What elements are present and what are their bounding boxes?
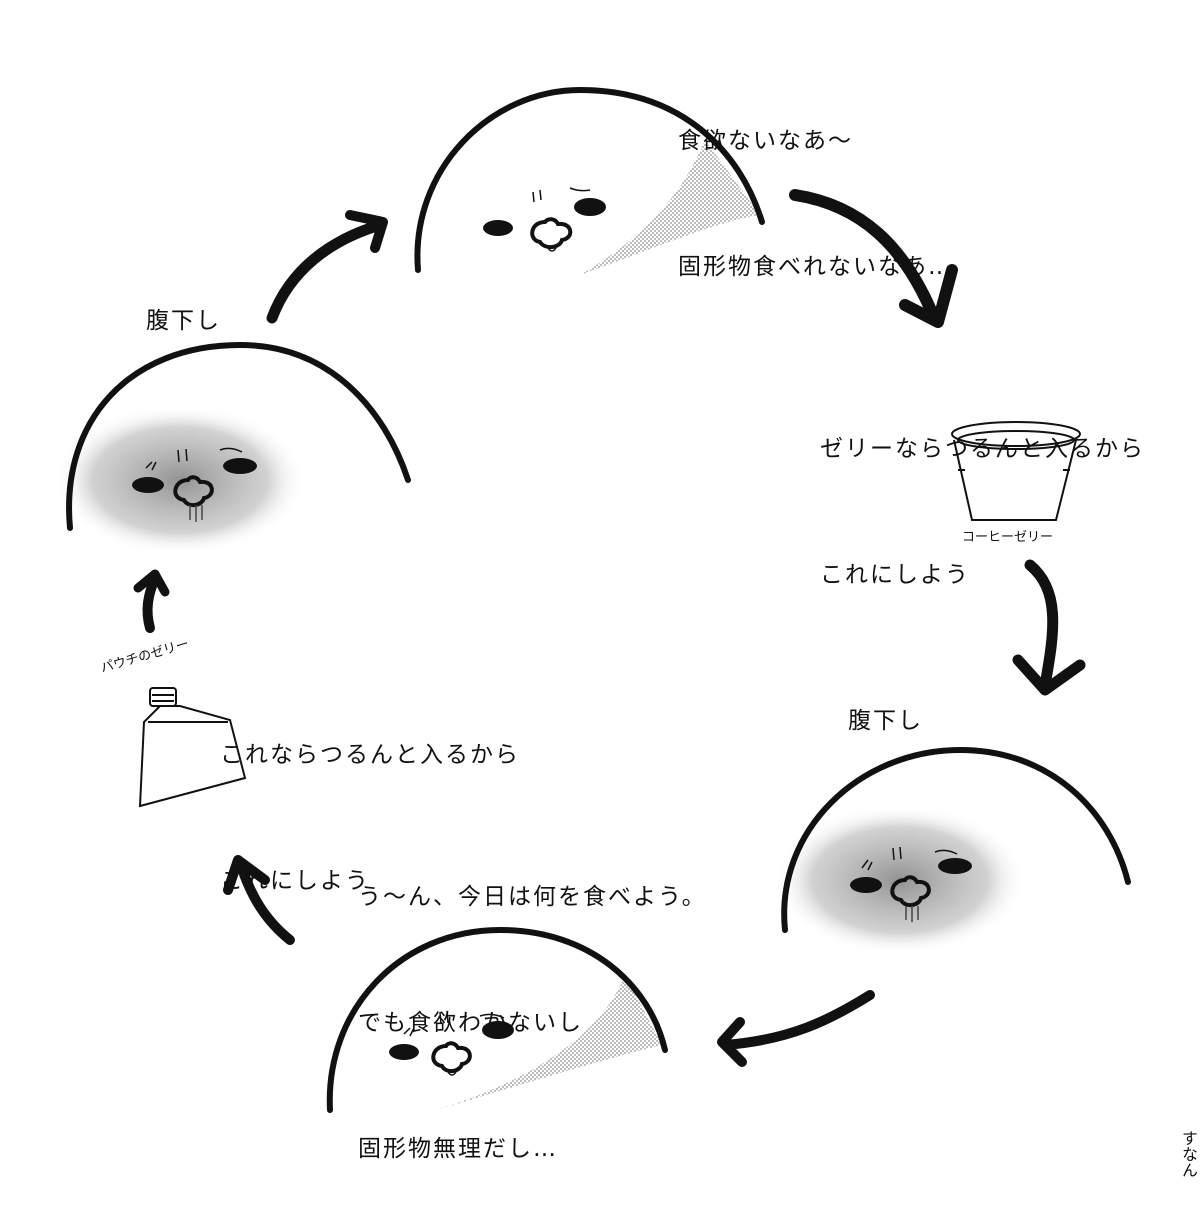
character-top-nose (530, 217, 573, 249)
top-caption-line2: 固形物食べれないなあ… (678, 254, 953, 280)
character-top-left-eye (483, 220, 513, 236)
character-left-nose (173, 475, 214, 507)
character-bottom-right-eyebrow-mid (892, 846, 902, 861)
character-bottom-right (775, 746, 1131, 955)
arrow-bottom-to-left-pouch (223, 855, 295, 945)
bottom-right-label: 腹下し (848, 708, 923, 734)
top-caption-line1: 食欲ないなあ〜 (678, 128, 853, 154)
arrow-pouch-to-left (133, 569, 170, 633)
character-left-sweat (189, 505, 203, 522)
character-top-mouth (547, 247, 557, 252)
right-caption-line2: これにしよう (820, 562, 970, 588)
arrows (133, 189, 1086, 1067)
bottom-caption-line2: でも食欲わかないし (358, 1010, 583, 1036)
character-bottom-right-nose (890, 875, 931, 907)
arrow-top-to-right (789, 189, 958, 328)
bottom-caption-line3: 固形物無理だし… (358, 1136, 558, 1162)
character-top-body (414, 86, 765, 273)
character-left-left-eye (132, 477, 164, 493)
character-left (55, 341, 411, 555)
bottom-caption-line1: う〜ん、今日は何を食べよう。 (358, 884, 707, 910)
character-bottom-eyebrow-right (479, 1013, 505, 1019)
character-top-eyebrow-right (569, 187, 591, 192)
character-left-shade (55, 405, 305, 555)
arrow-cup-to-bottom-right (1012, 559, 1086, 696)
character-left-eyebrow-mid (177, 448, 188, 463)
character-bottom-right-body (781, 746, 1131, 933)
bottom-caption: う〜ん、今日は何を食べよう。 でも食欲わかないし 固形物無理だし… (358, 792, 707, 1212)
character-top-eyebrow-left (532, 189, 542, 203)
character-left-eyebrow-right (219, 447, 243, 453)
character-bottom-nose (431, 1041, 472, 1073)
character-bottom-right-right-eye (938, 858, 972, 874)
character-bottom-eyebrow-mid (439, 1010, 449, 1025)
character-bottom-eyebrow-left (403, 1027, 415, 1037)
character-left-body (66, 341, 411, 531)
right-caption-line1: ゼリーならつるんと入るから (820, 436, 1145, 462)
character-bottom-right-left-eye (850, 877, 882, 893)
character-bottom-mouth (447, 1071, 457, 1076)
top-caption: 食欲ないなあ〜 固形物食べれないなあ… (678, 36, 953, 330)
character-top-shade (580, 140, 760, 275)
right-caption: ゼリーならつるんと入るから これにしよう (820, 344, 1145, 638)
character-bottom-body (326, 926, 668, 1113)
left-caption-line2: これにしよう (220, 868, 370, 894)
character-bottom (326, 926, 668, 1113)
character-bottom-right-eye (482, 1021, 514, 1039)
character-left-eyebrow-left (145, 461, 157, 471)
character-bottom-right-eyebrow-right (934, 849, 958, 855)
left-caption: これならつるんと入るから これにしよう (220, 650, 520, 944)
character-left-right-eye (223, 458, 257, 474)
character-bottom-shade (430, 975, 662, 1112)
top-left-label: 腹下し (146, 308, 221, 334)
character-top-right-eye (574, 198, 606, 216)
left-caption-line1: これならつるんと入るから (220, 742, 520, 768)
signature: すなん (1179, 1130, 1198, 1178)
character-bottom-right-sweat (905, 906, 919, 922)
coffee-jelly-label: コーヒーゼリー (962, 530, 1054, 545)
arrow-left-to-top (266, 210, 388, 324)
coffee-jelly-cup (951, 421, 1081, 521)
arrow-bottom-right-to-bottom (717, 990, 875, 1067)
character-top (414, 86, 765, 275)
pouch-jelly (138, 687, 247, 808)
character-bottom-left-eye (389, 1044, 419, 1060)
character-bottom-right-eyebrow-left (861, 859, 873, 871)
